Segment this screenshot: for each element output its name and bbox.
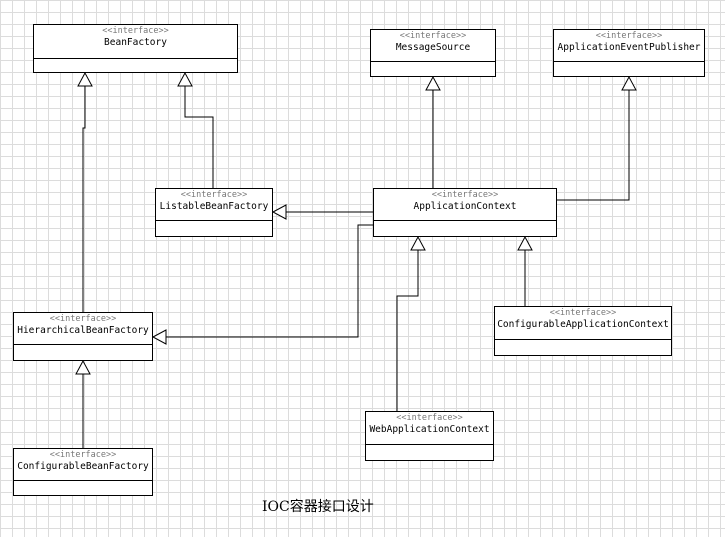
edge-listable-to-beanfactory bbox=[184, 86, 214, 188]
class-name: BeanFactory bbox=[104, 37, 167, 48]
arrowhead-appctx-left bbox=[410, 235, 426, 251]
arrowhead-hierarchical-bottom bbox=[75, 359, 91, 375]
stereotype-label: <<interface>> bbox=[102, 26, 169, 36]
class-name: ApplicationEventPublisher bbox=[557, 42, 701, 53]
class-configurable-bean-factory[interactable]: <<interface>> ConfigurableBeanFactory bbox=[13, 448, 153, 496]
stereotype-label: <<interface>> bbox=[49, 314, 117, 324]
class-message-source[interactable]: <<interface>> MessageSource bbox=[370, 29, 496, 77]
edge-appctx-to-hierarchical bbox=[166, 224, 373, 338]
class-name: ConfigurableBeanFactory bbox=[17, 461, 149, 472]
class-name: MessageSource bbox=[395, 42, 471, 53]
class-name: ApplicationContext bbox=[413, 201, 517, 212]
stereotype-label: <<interface>> bbox=[399, 31, 467, 41]
class-bean-factory[interactable]: <<interface>> BeanFactory bbox=[33, 24, 238, 73]
class-name: HierarchicalBeanFactory bbox=[17, 325, 149, 336]
stereotype-label: <<interface>> bbox=[396, 413, 463, 423]
edge-appctx-to-eventpublisher bbox=[556, 90, 630, 201]
arrowhead-listable bbox=[271, 204, 287, 220]
class-name: ConfigurableApplicationContext bbox=[497, 319, 669, 330]
stereotype-label: <<interface>> bbox=[549, 308, 617, 318]
arrowhead-eventpublisher bbox=[621, 75, 637, 91]
class-application-context[interactable]: <<interface>> ApplicationContext bbox=[373, 188, 557, 237]
class-web-application-context[interactable]: <<interface>> WebApplicationContext bbox=[365, 411, 494, 461]
stereotype-label: <<interface>> bbox=[595, 31, 663, 41]
edge-webappctx-to-appctx bbox=[396, 250, 419, 411]
class-application-event-publisher[interactable]: <<interface>> ApplicationEventPublisher bbox=[553, 29, 705, 77]
arrowhead-appctx-right bbox=[517, 235, 533, 251]
stereotype-label: <<interface>> bbox=[180, 190, 248, 200]
class-hierarchical-bean-factory[interactable]: <<interface>> HierarchicalBeanFactory bbox=[13, 312, 153, 361]
class-name: WebApplicationContext bbox=[369, 424, 490, 435]
arrowhead-beanfactory-left bbox=[77, 71, 93, 87]
class-configurable-application-context[interactable]: <<interface>> ConfigurableApplicationCon… bbox=[494, 306, 672, 356]
arrowhead-beanfactory-right bbox=[177, 71, 193, 87]
class-listable-bean-factory[interactable]: <<interface>> ListableBeanFactory bbox=[155, 188, 273, 237]
arrowhead-hierarchical bbox=[151, 329, 167, 345]
diagram-caption: IOC容器接口设计 bbox=[262, 499, 374, 515]
arrowhead-messagesource bbox=[425, 75, 441, 91]
stereotype-label: <<interface>> bbox=[49, 450, 117, 460]
stereotype-label: <<interface>> bbox=[431, 190, 499, 200]
edge-hierarchical-to-beanfactory bbox=[82, 86, 86, 312]
class-name: ListableBeanFactory bbox=[159, 201, 269, 212]
